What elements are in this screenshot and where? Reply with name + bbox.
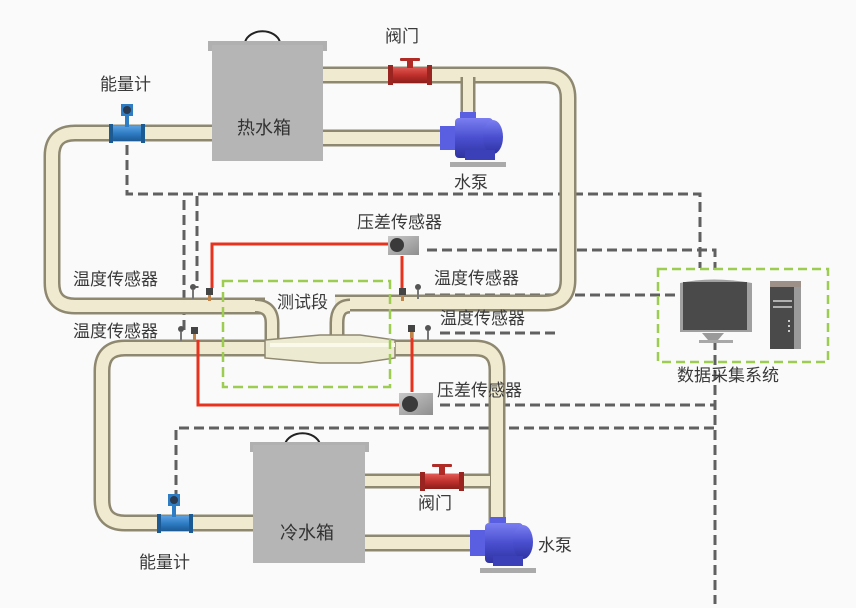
- hot-tank: [208, 30, 327, 161]
- hot-tank-label: 热水箱: [237, 118, 291, 139]
- test-section-label: 测试段: [277, 293, 328, 313]
- temp-probe-right-bottom-icon[interactable]: [425, 325, 431, 340]
- computer-tower-icon[interactable]: [770, 281, 801, 349]
- test-section-box: [221, 279, 392, 389]
- signal-line-meter-top: [125, 145, 702, 268]
- energy-meter-bottom-label: 能量计: [139, 553, 190, 573]
- valve-top-label: 阀门: [385, 27, 419, 47]
- dp-sensor-bottom-icon[interactable]: [399, 393, 433, 415]
- temp-probe-left-bottom-icon[interactable]: [178, 326, 184, 341]
- pressure-taps: [191, 288, 415, 340]
- temp-sensor-right-top-label: 温度传感器: [434, 269, 519, 289]
- daq-system-label: 数据采集系统: [677, 366, 779, 386]
- signal-lines: [125, 145, 717, 604]
- energy-meter-top-label: 能量计: [100, 75, 151, 95]
- pipe-cold-left: [93, 339, 265, 532]
- valve-bottom-label: 阀门: [418, 494, 452, 514]
- temp-sensor-left-bottom-label: 温度传感器: [73, 322, 158, 342]
- temp-sensor-right-bottom-label: 温度传感器: [440, 309, 525, 329]
- energy-meter-bottom-icon[interactable]: [157, 494, 193, 533]
- pressure-line-bottom: [196, 340, 400, 407]
- test-section-body: [264, 334, 396, 364]
- pump-top-icon[interactable]: [440, 112, 506, 167]
- cold-tank: [250, 432, 369, 563]
- pump-top-label: 水泵: [454, 173, 488, 193]
- valve-bottom-icon[interactable]: [420, 464, 464, 491]
- pump-bottom-label: 水泵: [538, 536, 572, 556]
- signal-line-dp-top: [427, 248, 717, 270]
- valve-top-icon[interactable]: [388, 58, 432, 85]
- monitor-icon[interactable]: [680, 279, 752, 344]
- daq-box: [656, 267, 830, 364]
- cold-tank-label: 冷水箱: [280, 523, 334, 544]
- signal-line-meter-bottom: [174, 426, 715, 500]
- pressure-lines: [196, 242, 414, 407]
- dp-sensor-top-icon[interactable]: [388, 236, 419, 255]
- temp-probe-right-top-icon[interactable]: [415, 284, 421, 299]
- temp-probe-left-top-icon[interactable]: [190, 284, 196, 299]
- temp-sensor-left-top-label: 温度传感器: [73, 270, 158, 290]
- pressure-line-top: [210, 242, 390, 288]
- energy-meter-top-icon[interactable]: [109, 104, 145, 143]
- dp-sensor-bottom-label: 压差传感器: [437, 381, 522, 401]
- pump-bottom-icon[interactable]: [470, 517, 536, 573]
- signal-line-dp-bottom: [440, 403, 717, 430]
- dp-sensor-top-label: 压差传感器: [357, 213, 442, 233]
